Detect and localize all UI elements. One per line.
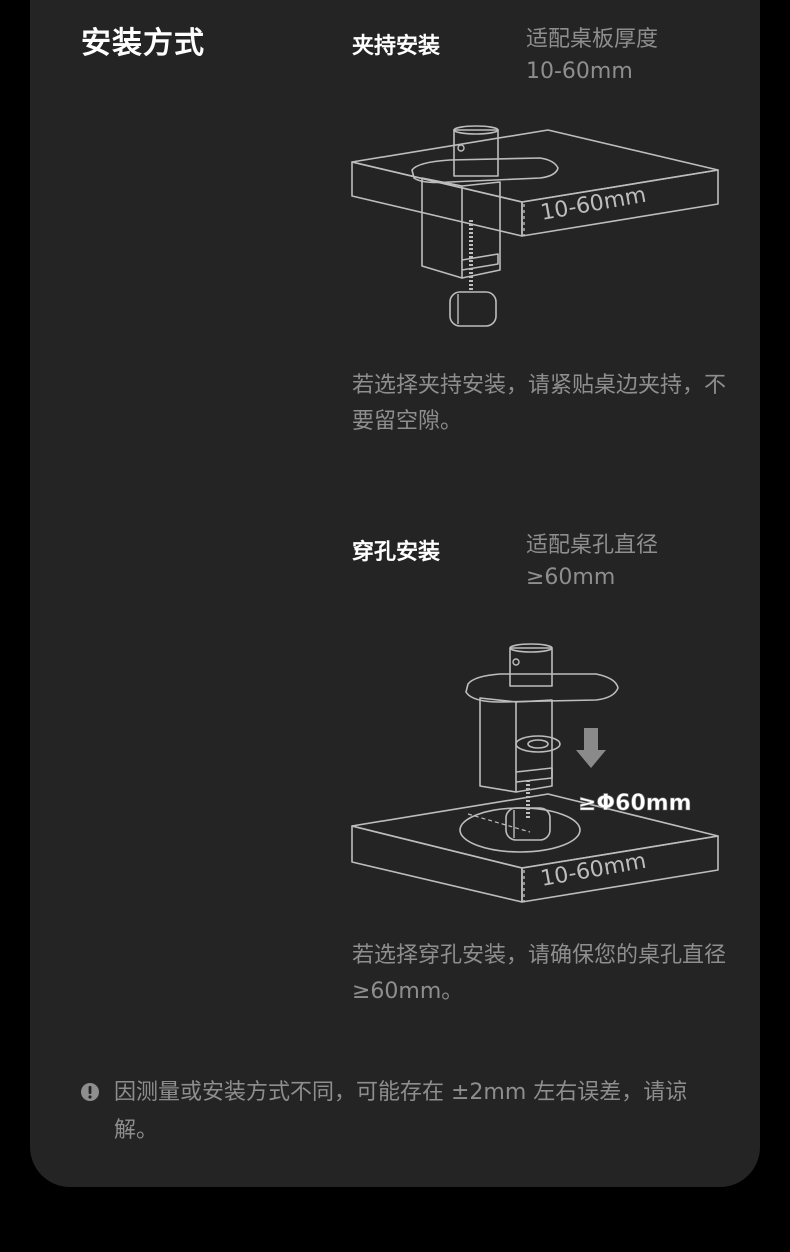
clamp-spec-line2: 10-60mm [526, 59, 633, 84]
grommet-install-illustration: ≥Φ60mm 10-60mm [351, 643, 719, 903]
installation-card [30, 0, 760, 1187]
clamp-install-illustration: 10-60mm [351, 125, 719, 327]
clamp-thickness-label: 10-60mm [539, 183, 649, 226]
grommet-spec-line2: ≥60mm [526, 565, 616, 590]
tolerance-note: 因测量或安装方式不同，可能存在 ±2mm 左右误差，请谅解。 [80, 1074, 720, 1150]
grommet-thickness-label: 10-60mm [539, 849, 649, 892]
clamp-install-description: 若选择夹持安装，请紧贴桌边夹持，不要留空隙。 [352, 373, 727, 434]
section-title: 安装方式 [81, 26, 205, 61]
clamp-spec-line1: 适配桌板厚度 [526, 27, 659, 52]
grommet-install-title: 穿孔安装 [352, 540, 441, 565]
clamp-install-title: 夹持安装 [352, 34, 441, 59]
tolerance-note-text: 因测量或安装方式不同，可能存在 ±2mm 左右误差，请谅解。 [114, 1080, 688, 1143]
clamp-spec: 适配桌板厚度 10-60mm [526, 24, 658, 88]
grommet-spec-line1: 适配桌孔直径 [526, 533, 659, 558]
arrow-down-icon [576, 728, 606, 768]
exclamation-circle-icon [81, 1083, 99, 1101]
grommet-install-description: 若选择穿孔安装，请确保您的桌孔直径≥60mm。 [352, 943, 727, 1004]
grommet-spec: 适配桌孔直径 ≥60mm [526, 530, 658, 594]
grommet-hole-label: ≥Φ60mm [578, 791, 692, 816]
